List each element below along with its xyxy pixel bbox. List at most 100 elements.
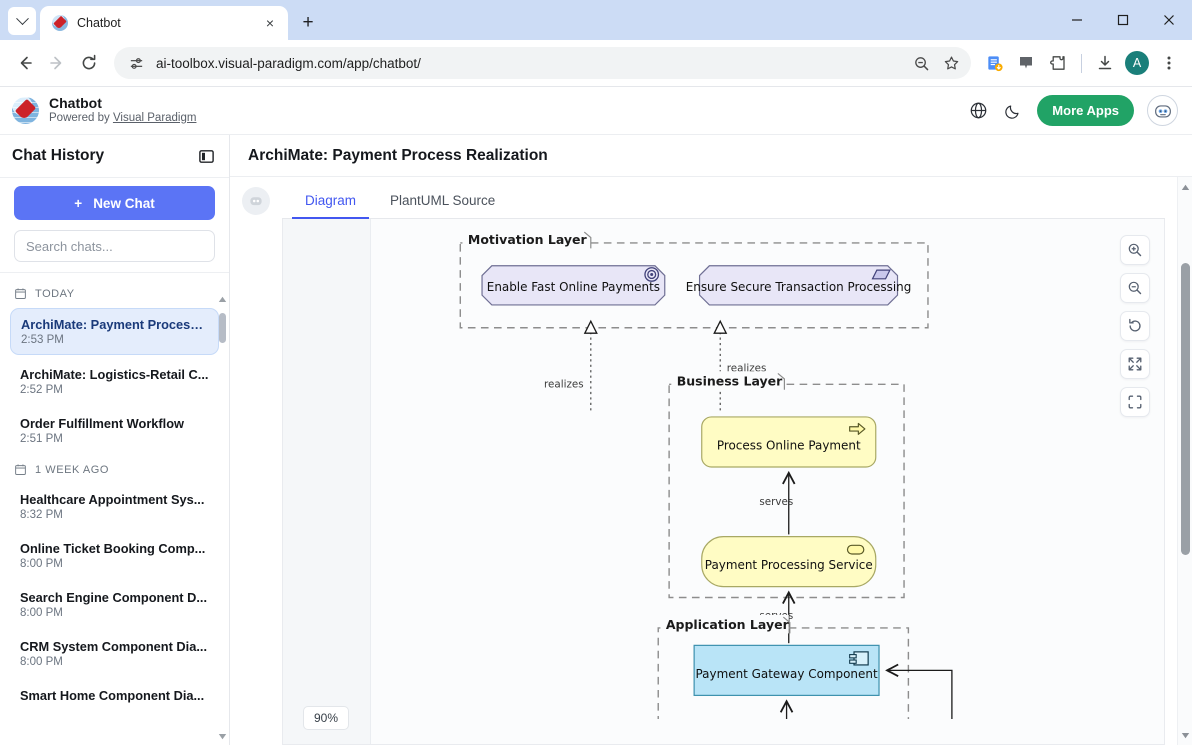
sidebar-header: Chat History [0, 135, 229, 177]
main-scroll-thumb[interactable] [1181, 263, 1190, 555]
relation-label-serves-svc-proc: serves [759, 496, 793, 508]
more-apps-button[interactable]: More Apps [1037, 95, 1134, 126]
chat-list-item-3[interactable]: Healthcare Appointment Sys... 8:32 PM [10, 484, 219, 529]
bookmark-star-icon[interactable] [941, 53, 961, 73]
reload-icon[interactable] [74, 48, 104, 78]
site-settings-icon[interactable] [126, 53, 146, 73]
archimate-element-business-service[interactable] [701, 535, 877, 588]
close-icon[interactable]: × [265, 15, 275, 31]
powered-by-text: Powered by [49, 111, 113, 124]
plus-icon: + [74, 195, 83, 211]
downloads-icon[interactable] [1090, 48, 1120, 78]
chat-item-title: CRM System Component Dia... [20, 639, 207, 654]
chat-item-title: ArchiMate: Payment Process ... [21, 317, 208, 332]
profile-avatar[interactable]: A [1122, 48, 1152, 78]
chat-group-label: 1 WEEK AGO [35, 463, 109, 476]
chat-group-label: TODAY [35, 287, 75, 300]
fit-screen-icon[interactable] [1120, 349, 1150, 379]
scroll-up-icon[interactable] [1178, 179, 1192, 195]
chat-item-time: 2:53 PM [21, 334, 64, 346]
browser-toolbar: ai-toolbox.visual-paradigm.com/app/chatb… [0, 40, 1192, 87]
archimate-element-requirement[interactable] [698, 265, 899, 306]
search-input[interactable] [14, 230, 215, 262]
globe-icon[interactable] [967, 100, 989, 122]
address-bar[interactable]: ai-toolbox.visual-paradigm.com/app/chatb… [114, 47, 971, 79]
chat-item-time: 8:32 PM [20, 509, 63, 521]
sidebar-scrollbar[interactable] [218, 295, 227, 741]
app-body: Chat History + New Chat TODAY ArchiMate:… [0, 135, 1192, 745]
chat-item-title: Healthcare Appointment Sys... [20, 492, 205, 507]
chat-item-title: Search Engine Component D... [20, 590, 207, 605]
sidebar-title: Chat History [12, 147, 105, 164]
layer-label-application: Application Layer [666, 617, 790, 632]
assistant-message: Diagram PlantUML Source [230, 177, 1177, 745]
scroll-up-icon[interactable] [218, 295, 227, 304]
comment-icon[interactable] [1011, 48, 1041, 78]
layer-label-motivation: Motivation Layer [468, 232, 588, 247]
chat-list-item-5[interactable]: Search Engine Component D... 8:00 PM [10, 582, 219, 627]
diagram-toolbar [1120, 235, 1150, 417]
new-tab-button[interactable]: + [302, 11, 314, 33]
new-chat-label: New Chat [93, 195, 155, 211]
service-icon [846, 544, 865, 555]
component-icon [849, 651, 869, 666]
chat-list-item-7[interactable]: Smart Home Component Dia... [10, 680, 219, 711]
close-window-icon[interactable] [1146, 0, 1192, 40]
kebab-menu-icon[interactable] [1154, 48, 1184, 78]
chat-item-time: 2:51 PM [20, 433, 63, 445]
archimate-element-process[interactable] [701, 416, 877, 468]
chat-list-item-4[interactable]: Online Ticket Booking Comp... 8:00 PM [10, 533, 219, 578]
chat-group-header-week: 1 WEEK AGO [10, 457, 219, 484]
chat-item-time: 2:52 PM [20, 384, 63, 396]
chat-item-title: Smart Home Component Dia... [20, 688, 205, 703]
chat-history-list: TODAY ArchiMate: Payment Process ... 2:5… [0, 273, 229, 745]
scroll-down-icon[interactable] [218, 732, 227, 741]
scroll-down-icon[interactable] [1178, 727, 1192, 743]
tab-plantuml-source[interactable]: PlantUML Source [390, 193, 496, 208]
relation-serves-external-comp [885, 663, 953, 720]
doc-extension-icon[interactable] [979, 48, 1009, 78]
diagram-card: Diagram PlantUML Source [282, 185, 1165, 745]
reset-zoom-icon[interactable] [1120, 311, 1150, 341]
extensions-puzzle-icon[interactable] [1043, 48, 1073, 78]
archimate-diagram: Motivation Layer Enable Fast Online Paym… [459, 229, 953, 720]
maximize-icon[interactable] [1100, 0, 1146, 40]
archimate-element-goal[interactable] [481, 265, 666, 306]
diagram-viewport[interactable]: Motivation Layer Enable Fast Online Paym… [282, 219, 1165, 745]
browser-tab-chatbot[interactable]: Chatbot × [40, 6, 288, 40]
back-arrow-icon[interactable] [10, 48, 40, 78]
zoom-out-icon[interactable] [911, 53, 931, 73]
minimize-icon[interactable] [1054, 0, 1100, 40]
chat-list-item-0[interactable]: ArchiMate: Payment Process ... 2:53 PM [10, 308, 219, 355]
zoom-in-icon[interactable] [1120, 235, 1150, 265]
panel-collapse-icon[interactable] [195, 145, 217, 167]
toolbar-divider [1081, 53, 1082, 73]
main-scrollbar[interactable] [1177, 177, 1192, 745]
moon-icon[interactable] [1002, 100, 1024, 122]
tab-diagram[interactable]: Diagram [292, 185, 370, 219]
chat-group-header-today: TODAY [10, 281, 219, 308]
chat-list-item-1[interactable]: ArchiMate: Logistics-Retail C... 2:52 PM [10, 359, 219, 404]
chat-item-title: ArchiMate: Logistics-Retail C... [20, 367, 209, 382]
app-subtitle: Powered by Visual Paradigm [49, 112, 196, 126]
sidebar: Chat History + New Chat TODAY ArchiMate:… [0, 135, 230, 745]
calendar-icon [15, 288, 26, 300]
fullscreen-icon[interactable] [1120, 387, 1150, 417]
sidebar-scroll-thumb[interactable] [219, 313, 226, 343]
sidebar-scroll-track[interactable] [219, 305, 226, 729]
archimate-element-component[interactable] [693, 644, 880, 696]
new-chat-button[interactable]: + New Chat [14, 186, 215, 220]
chat-list-item-6[interactable]: CRM System Component Dia... 8:00 PM [10, 631, 219, 676]
favicon-icon [52, 15, 68, 31]
tab-search-button[interactable] [8, 7, 36, 35]
chat-list-item-2[interactable]: Order Fulfillment Workflow 2:51 PM [10, 408, 219, 453]
chat-item-time: 8:00 PM [20, 607, 63, 619]
chatbot-avatar-icon[interactable] [1147, 95, 1178, 126]
chat-item-title: Online Ticket Booking Comp... [20, 541, 206, 556]
main-panel: ArchiMate: Payment Process Realization D… [230, 135, 1192, 745]
zoom-out-icon[interactable] [1120, 273, 1150, 303]
browser-tab-bar: Chatbot × + [0, 0, 1192, 40]
forward-arrow-icon[interactable] [42, 48, 72, 78]
app-header-actions: More Apps [967, 95, 1178, 126]
visual-paradigm-link[interactable]: Visual Paradigm [112, 111, 197, 124]
